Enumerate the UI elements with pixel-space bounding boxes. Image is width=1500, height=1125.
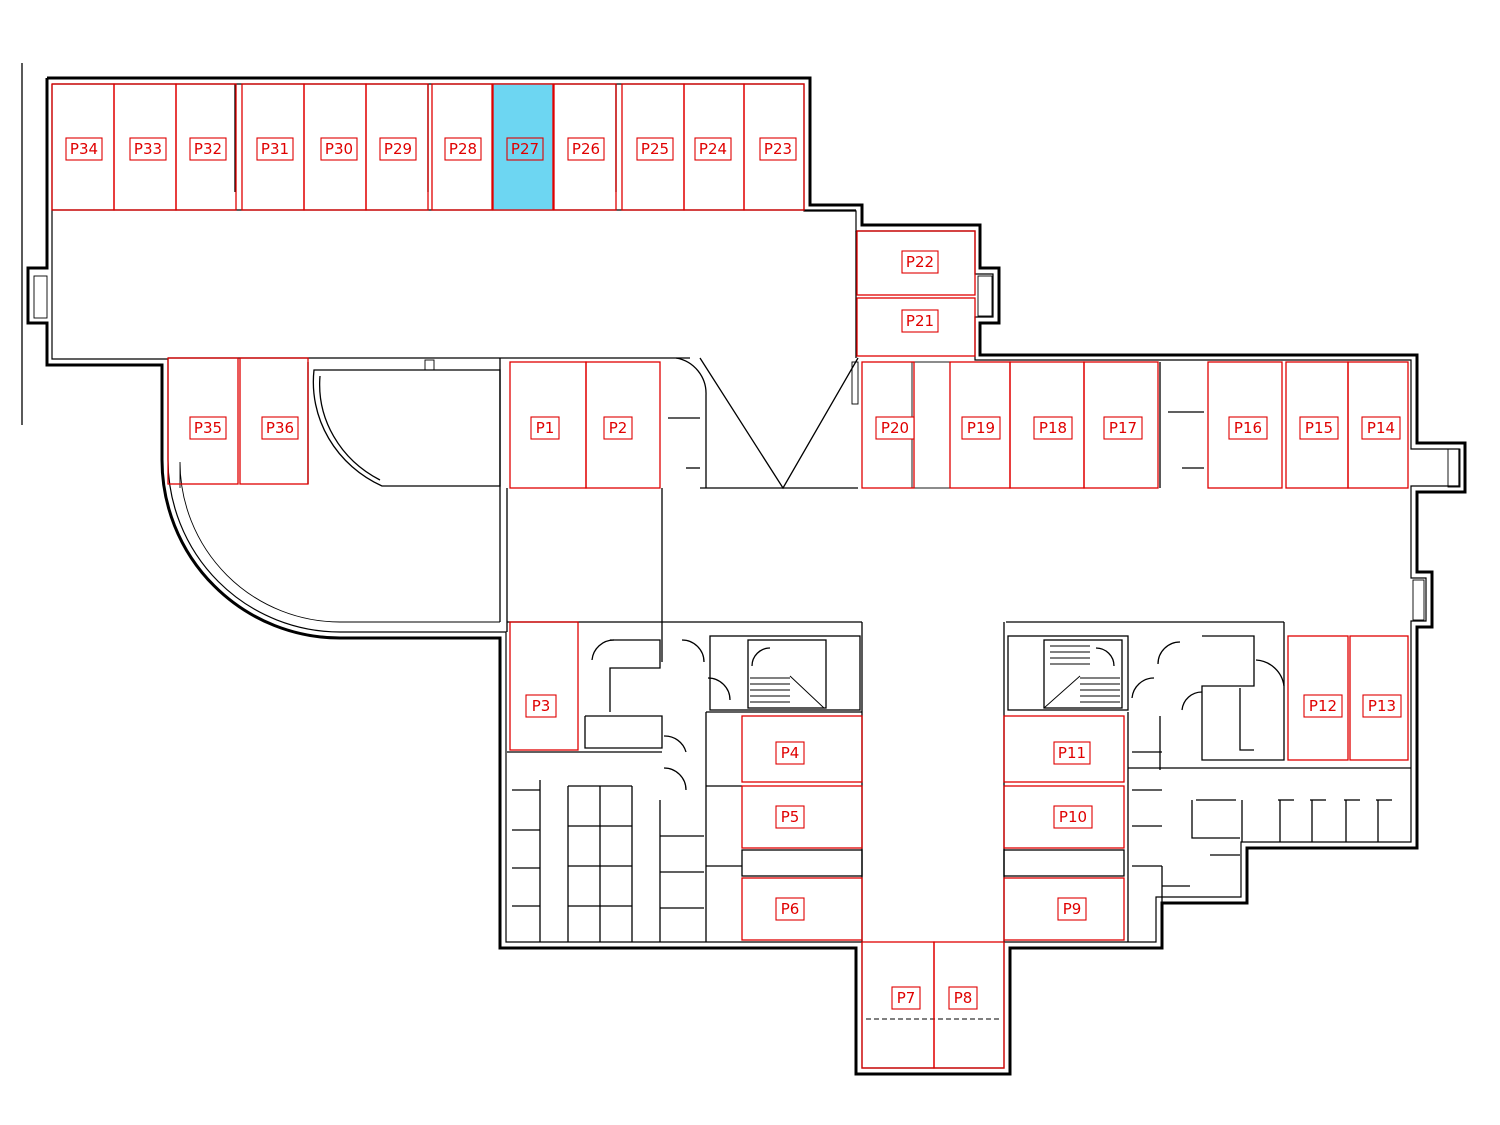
- parking-space-p15[interactable]: P15: [1285, 361, 1349, 489]
- space-label: P28: [449, 140, 477, 158]
- parking-space-p23[interactable]: P23: [743, 83, 805, 211]
- space-label: P4: [781, 744, 800, 762]
- interior-walls: [52, 84, 1411, 1020]
- parking-space-p24[interactable]: P24: [683, 83, 745, 211]
- parking-spaces: P34 P33 P32 P31 P30 P29 P28 P27 P26 P25 …: [51, 83, 1409, 1069]
- stairs-right: [1043, 645, 1120, 709]
- space-label: P14: [1367, 419, 1395, 437]
- space-label: P12: [1309, 697, 1337, 715]
- stairs-left: [750, 675, 825, 709]
- parking-space-p36[interactable]: P36: [239, 357, 309, 485]
- parking-space-p3[interactable]: P3: [509, 621, 579, 751]
- space-label: P19: [967, 419, 995, 437]
- space-label: P2: [609, 419, 628, 437]
- parking-space-p21[interactable]: P21: [856, 297, 976, 357]
- space-label: P24: [699, 140, 727, 158]
- parking-space-p6[interactable]: P6: [741, 877, 863, 941]
- space-label: P9: [1063, 900, 1082, 918]
- parking-space-p20[interactable]: P20: [861, 361, 915, 489]
- parking-space-p28[interactable]: P28: [431, 83, 493, 211]
- parking-space-p29[interactable]: P29: [365, 83, 429, 211]
- parking-space-p16[interactable]: P16: [1207, 361, 1283, 489]
- parking-space-p22[interactable]: P22: [856, 230, 976, 296]
- space-label: P8: [954, 989, 973, 1007]
- space-label: P17: [1109, 419, 1137, 437]
- space-label: P29: [384, 140, 412, 158]
- parking-space-p11[interactable]: P11: [1003, 715, 1125, 783]
- space-label: P5: [781, 808, 800, 826]
- parking-space-p27[interactable]: P27: [492, 83, 554, 211]
- parking-space-p32[interactable]: P32: [175, 83, 237, 211]
- space-label: P18: [1039, 419, 1067, 437]
- parking-space-p33[interactable]: P33: [113, 83, 177, 211]
- space-label: P34: [70, 140, 98, 158]
- parking-space-p35[interactable]: P35: [167, 357, 239, 485]
- space-label: P35: [194, 419, 222, 437]
- space-label: P20: [881, 419, 909, 437]
- parking-space-p31[interactable]: P31: [241, 83, 305, 211]
- space-label: P15: [1305, 419, 1333, 437]
- space-label: P13: [1368, 697, 1396, 715]
- space-label: P33: [134, 140, 162, 158]
- outer-walls: [26, 76, 1467, 1076]
- space-label: P3: [532, 697, 551, 715]
- parking-space-p12[interactable]: P12: [1287, 635, 1349, 761]
- parking-space-p18[interactable]: P18: [1009, 361, 1085, 489]
- space-label: P1: [536, 419, 555, 437]
- space-label: P11: [1058, 744, 1086, 762]
- parking-space-p1[interactable]: P1: [509, 361, 587, 489]
- parking-space-p8[interactable]: P8: [933, 941, 1005, 1069]
- space-label: P7: [897, 989, 916, 1007]
- parking-space-p2[interactable]: P2: [585, 361, 661, 489]
- parking-space-p7[interactable]: P7: [861, 941, 935, 1069]
- space-label: P36: [266, 419, 294, 437]
- parking-space-p30[interactable]: P30: [303, 83, 367, 211]
- space-label: P21: [906, 312, 934, 330]
- parking-space-p13[interactable]: P13: [1349, 635, 1409, 761]
- parking-space-p34[interactable]: P34: [51, 83, 115, 211]
- space-label: P22: [906, 253, 934, 271]
- parking-space-p26[interactable]: P26: [553, 83, 617, 211]
- space-label: P23: [764, 140, 792, 158]
- parking-space-p4[interactable]: P4: [741, 715, 863, 783]
- space-label: P26: [572, 140, 600, 158]
- parking-space-p19[interactable]: P19: [949, 361, 1011, 489]
- space-label: P10: [1059, 808, 1087, 826]
- space-label: P25: [641, 140, 669, 158]
- parking-space-p10[interactable]: P10: [1003, 785, 1125, 849]
- space-label: P31: [261, 140, 289, 158]
- parking-space-p25[interactable]: P25: [621, 83, 685, 211]
- space-label: P16: [1234, 419, 1262, 437]
- space-label: P6: [781, 900, 800, 918]
- space-label: P30: [325, 140, 353, 158]
- space-label: P27: [511, 140, 539, 158]
- parking-space-p5[interactable]: P5: [741, 785, 863, 849]
- parking-space-p14[interactable]: P14: [1347, 361, 1409, 489]
- parking-space-p9[interactable]: P9: [1003, 877, 1125, 941]
- parking-space-p17[interactable]: P17: [1083, 361, 1159, 489]
- space-label: P32: [194, 140, 222, 158]
